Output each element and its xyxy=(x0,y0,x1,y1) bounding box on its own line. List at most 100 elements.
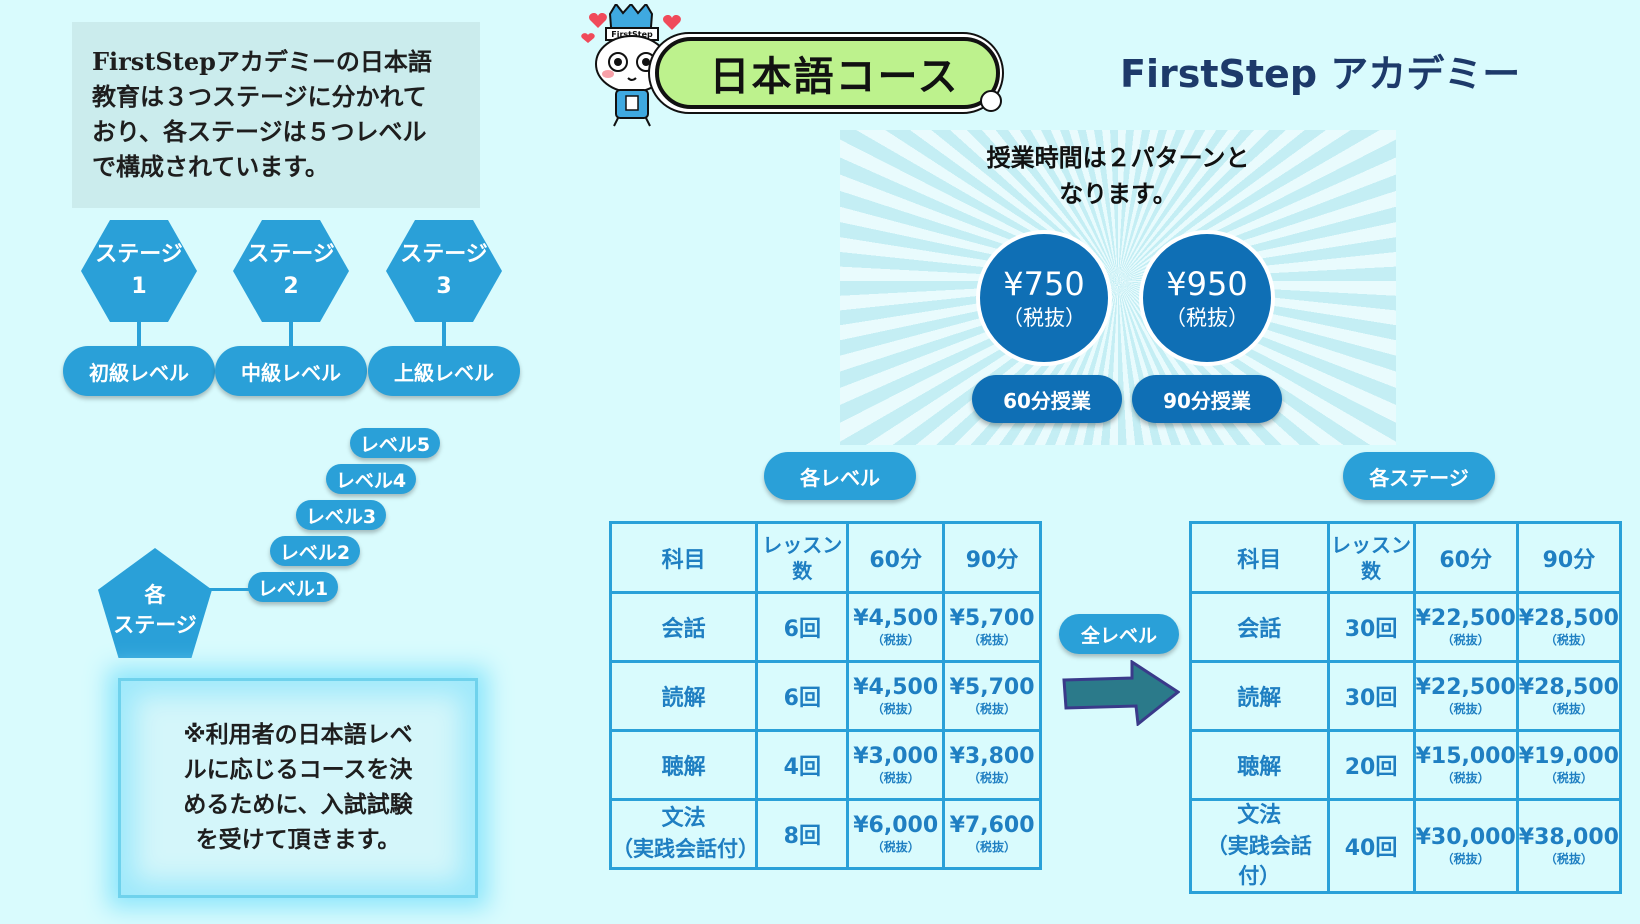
cell-price-90: ¥3,800（税抜） xyxy=(942,729,1042,801)
table-row: 文法 （実践会話付） 40回 ¥30,000（税抜） ¥38,000（税抜） xyxy=(1189,798,1623,894)
intro-line: おり、各ステージは５つレベル xyxy=(92,117,427,146)
note-line: を受けて頂きます。 xyxy=(195,827,401,853)
pentagon-label: ステージ xyxy=(113,613,197,637)
stage-3-hexagon: ステージ 3 xyxy=(386,220,502,322)
cell-subject: 聴解 xyxy=(608,729,759,801)
connector-line xyxy=(289,320,293,348)
cell-subject: 会話 xyxy=(608,591,759,663)
duration-pill-60: 60分授業 xyxy=(972,375,1122,423)
header-lessons-line: 数 xyxy=(1361,558,1382,583)
cell-price-90: ¥7,600（税抜） xyxy=(942,798,1042,870)
cell-lessons: 6回 xyxy=(755,591,850,663)
level-price-table: 科目 レッスン 数 60分 90分 会話 6回 ¥4,500（税抜） ¥5,70… xyxy=(608,521,1042,870)
stage-2-hexagon: ステージ 2 xyxy=(233,220,349,322)
cell-price-90: ¥28,500（税抜） xyxy=(1515,660,1623,732)
mascot-icon: FirstStep xyxy=(581,4,681,127)
price-tax: （税抜） xyxy=(1165,306,1249,330)
level-4-pill: レベル4 xyxy=(326,464,416,494)
level-2-pill: レベル2 xyxy=(270,536,360,566)
pricing-title-line: 授業時間は２パターンと xyxy=(986,144,1250,172)
header-lessons-line: レッスン xyxy=(762,532,843,557)
intro-line: FirstStepアカデミーの日本語 xyxy=(92,47,432,76)
each-stage-tag: 各ステージ xyxy=(1343,452,1495,500)
table-row: 文法 （実践会話付） 8回 ¥6,000（税抜） ¥7,600（税抜） xyxy=(608,798,1042,870)
badge-dot-icon xyxy=(980,90,1002,112)
stage-number: 2 xyxy=(283,274,299,299)
table-header-row: 科目 レッスン 数 60分 90分 xyxy=(1189,521,1623,594)
table-row: 聴解 4回 ¥3,000（税抜） ¥3,800（税抜） xyxy=(608,729,1042,801)
header-90min: 90分 xyxy=(1515,521,1623,594)
cell-price-90: ¥28,500（税抜） xyxy=(1515,591,1623,663)
note-line: ルに応じるコースを決 xyxy=(183,757,413,783)
intro-line: 教育は３つステージに分かれて xyxy=(92,82,427,111)
intro-line: で構成されています。 xyxy=(92,152,329,181)
level-1-pill: レベル1 xyxy=(248,572,338,602)
note-line: めるために、入試試験 xyxy=(183,792,413,818)
cell-price-90: ¥5,700（税抜） xyxy=(942,660,1042,732)
stage-number: 1 xyxy=(131,274,147,299)
cell-price-60: ¥22,500（税抜） xyxy=(1412,660,1519,732)
pentagon-label: 各 xyxy=(144,583,166,607)
cell-lessons: 8回 xyxy=(755,798,850,870)
cell-subject: 文法 （実践会話付） xyxy=(608,798,759,870)
level-5-pill: レベル5 xyxy=(350,428,440,458)
level-pill-advanced: 上級レベル xyxy=(368,346,520,396)
cell-lessons: 40回 xyxy=(1326,798,1416,894)
cell-subject: 読解 xyxy=(1189,660,1330,732)
level-3-pill: レベル3 xyxy=(296,500,386,530)
stage-label: ステージ xyxy=(95,242,183,267)
cell-price-90: ¥38,000（税抜） xyxy=(1515,798,1623,894)
stage-price-table: 科目 レッスン 数 60分 90分 会話 30回 ¥22,500（税抜） ¥28… xyxy=(1189,521,1623,894)
cell-subject: 読解 xyxy=(608,660,759,732)
intro-box: FirstStepアカデミーの日本語 教育は３つステージに分かれて おり、各ステ… xyxy=(72,22,480,208)
cell-price-60: ¥22,500（税抜） xyxy=(1412,591,1519,663)
header-lessons-line: 数 xyxy=(792,558,813,583)
cell-lessons: 20回 xyxy=(1326,729,1416,801)
header-60min: 60分 xyxy=(1412,521,1519,594)
cell-price-60: ¥15,000（税抜） xyxy=(1412,729,1519,801)
cell-lessons: 30回 xyxy=(1326,591,1416,663)
header-subject: 科目 xyxy=(608,521,759,594)
cell-lessons: 4回 xyxy=(755,729,850,801)
header-60min: 60分 xyxy=(846,521,946,594)
price-circle-90: ¥950 （税抜） xyxy=(1139,230,1275,366)
header-lessons: レッスン 数 xyxy=(1326,521,1416,594)
all-levels-pill: 全レベル xyxy=(1059,614,1179,654)
price-tax: （税抜） xyxy=(1002,306,1086,330)
connector-line xyxy=(205,588,250,591)
pricing-title: 授業時間は２パターンと なります。 xyxy=(840,140,1396,212)
stage-label: ステージ xyxy=(247,242,335,267)
cell-price-60: ¥3,000（税抜） xyxy=(846,729,946,801)
header-lessons-line: レッスン xyxy=(1331,532,1412,557)
level-pill-beginner: 初級レベル xyxy=(63,346,215,396)
stage-number: 3 xyxy=(436,274,452,299)
table-row: 聴解 20回 ¥15,000（税抜） ¥19,000（税抜） xyxy=(1189,729,1623,801)
stage-1-hexagon: ステージ 1 xyxy=(81,220,197,322)
table-row: 会話 6回 ¥4,500（税抜） ¥5,700（税抜） xyxy=(608,591,1042,663)
each-level-tag: 各レベル xyxy=(764,452,916,500)
cell-lessons: 6回 xyxy=(755,660,850,732)
price-value: ¥750 xyxy=(1003,265,1085,303)
cell-lessons: 30回 xyxy=(1326,660,1416,732)
table-row: 読解 30回 ¥22,500（税抜） ¥28,500（税抜） xyxy=(1189,660,1623,732)
cell-subject: 文法 （実践会話付） xyxy=(1189,798,1330,894)
price-value: ¥950 xyxy=(1166,265,1248,303)
cell-price-60: ¥4,500（税抜） xyxy=(846,591,946,663)
mascot-label: FirstStep xyxy=(611,30,653,39)
cell-price-60: ¥4,500（税抜） xyxy=(846,660,946,732)
cell-price-90: ¥19,000（税抜） xyxy=(1515,729,1623,801)
header-lessons: レッスン 数 xyxy=(755,521,850,594)
cell-price-60: ¥6,000（税抜） xyxy=(846,798,946,870)
cell-price-90: ¥5,700（税抜） xyxy=(942,591,1042,663)
duration-pill-90: 90分授業 xyxy=(1132,375,1282,423)
pricing-title-line: なります。 xyxy=(1059,180,1177,208)
connector-line xyxy=(137,320,141,348)
note-line: ※利用者の日本語レベ xyxy=(183,722,413,748)
course-title: 日本語コース xyxy=(655,37,1000,109)
header-subject: 科目 xyxy=(1189,521,1330,594)
table-row: 読解 6回 ¥4,500（税抜） ¥5,700（税抜） xyxy=(608,660,1042,732)
price-circle-60: ¥750 （税抜） xyxy=(976,230,1112,366)
cell-subject: 会話 xyxy=(1189,591,1330,663)
header-90min: 90分 xyxy=(942,521,1042,594)
arrow-right-icon xyxy=(1062,660,1180,726)
